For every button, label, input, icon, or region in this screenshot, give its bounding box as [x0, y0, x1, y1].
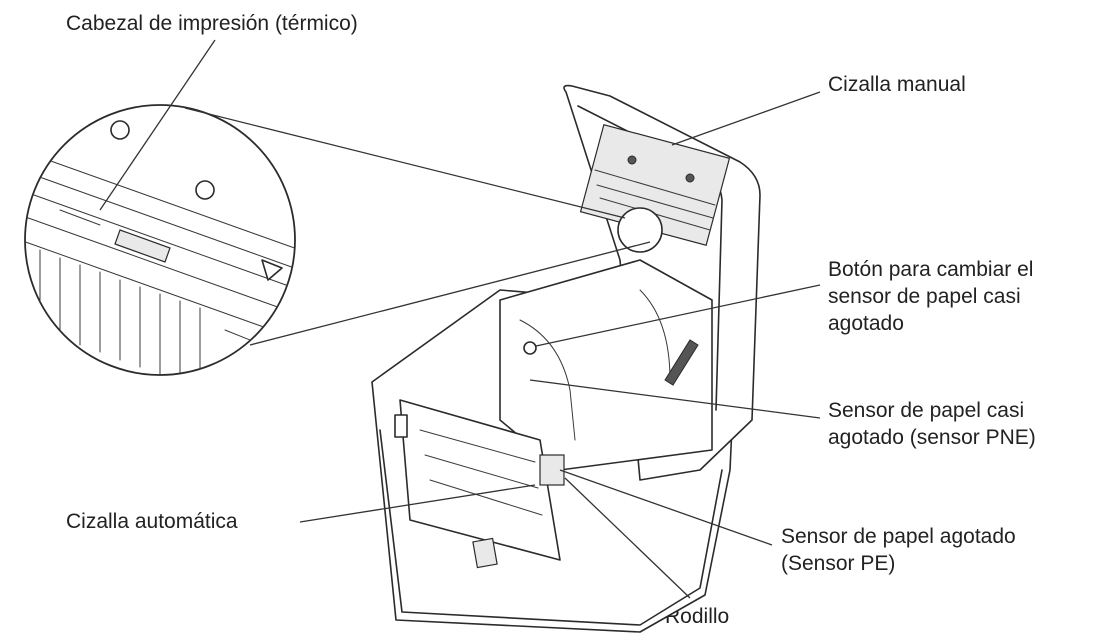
screw-1 [627, 155, 637, 165]
leader-print-head [99, 39, 216, 211]
zoom-connector-top [184, 107, 626, 219]
print-head-zoom [24, 104, 296, 376]
leader-roller [564, 477, 691, 599]
side-button [394, 414, 408, 438]
zoom-triangle-mark [261, 259, 283, 281]
zoom-connector-bottom [249, 241, 651, 346]
zoom-screw-1 [110, 120, 130, 140]
paper-guide-left [519, 319, 576, 441]
label-auto-cutter: Cizalla automática [66, 510, 238, 533]
zoom-screw-2 [195, 180, 215, 200]
label-pne-sensor: Sensor de papel casi agotado (sensor PNE… [828, 399, 1036, 449]
leader-manual-cutter [671, 91, 821, 146]
near-end-button [523, 341, 537, 355]
print-head-detail-circle [617, 207, 663, 253]
front-unit [399, 399, 561, 561]
power-switch [472, 537, 498, 569]
leader-auto-cutter [299, 484, 536, 523]
paper-lever [664, 339, 699, 386]
paper-guide-right [639, 289, 671, 381]
zoom-print-head [114, 229, 171, 263]
label-pe-sensor: Sensor de papel agotado (Sensor PE) [781, 525, 1016, 575]
leader-lines [99, 39, 821, 599]
screw-2 [685, 173, 695, 183]
label-print-head: Cabezal de impresión (térmico) [66, 12, 358, 35]
leader-pne-sensor [529, 379, 821, 419]
printer-illustration [371, 84, 761, 633]
auto-cutter-lines [419, 429, 543, 516]
zoom-ribs [39, 249, 201, 375]
label-near-end-button: Botón para cambiar el sensor de papel ca… [828, 258, 1034, 335]
leader-near-end-button [535, 284, 821, 347]
paper-compartment [499, 259, 713, 471]
leader-pe-sensor [559, 469, 773, 546]
label-roller: Rodillo [665, 605, 730, 628]
zoom-rails [25, 149, 295, 341]
label-manual-cutter: Cizalla manual [828, 73, 966, 96]
